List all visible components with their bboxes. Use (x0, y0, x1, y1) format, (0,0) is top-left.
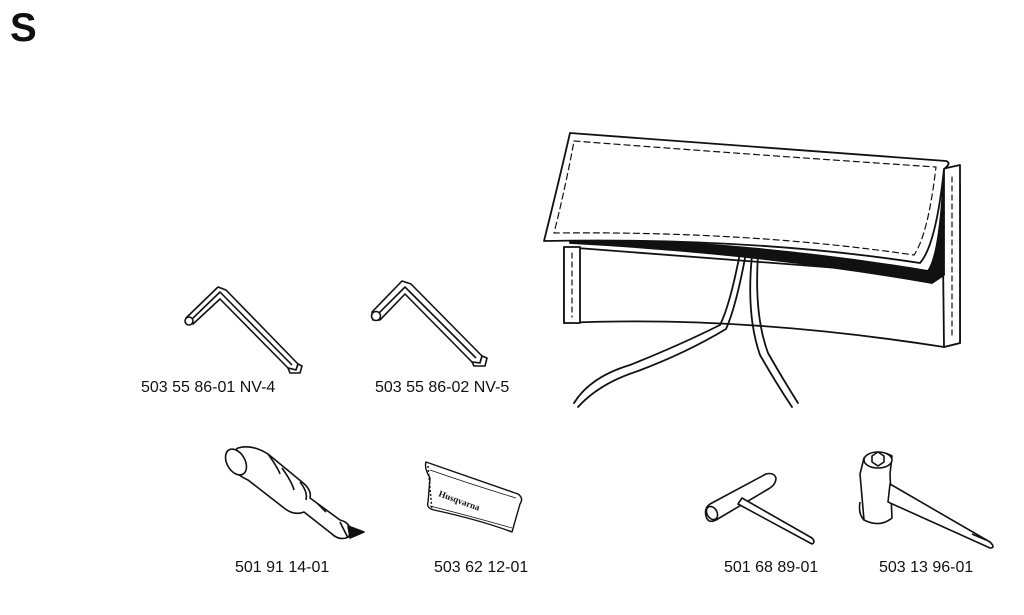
part-number-screwdriver-tool: 501 91 14-01 (235, 559, 330, 576)
part-number-hex-key-nv5: 503 55 86-02 NV-5 (375, 379, 510, 396)
hex-key-nv4-drawing (180, 280, 310, 375)
part-number-t-wrench: 501 68 89-01 (724, 559, 819, 576)
combination-spanner-drawing (852, 448, 1004, 550)
t-wrench-drawing (702, 470, 822, 545)
hex-key-nv5-drawing (366, 276, 496, 371)
part-number-grease-tube: 503 62 12-01 (434, 559, 529, 576)
tool-kit-bag-drawing (540, 125, 980, 410)
section-letter: S (10, 6, 37, 50)
part-number-combination-spanner: 503 13 96-01 (879, 559, 974, 576)
grease-tube-drawing: Husqvarna (420, 458, 530, 538)
screwdriver-tool-drawing (222, 438, 372, 543)
part-number-hex-key-nv4: 503 55 86-01 NV-4 (141, 379, 276, 396)
